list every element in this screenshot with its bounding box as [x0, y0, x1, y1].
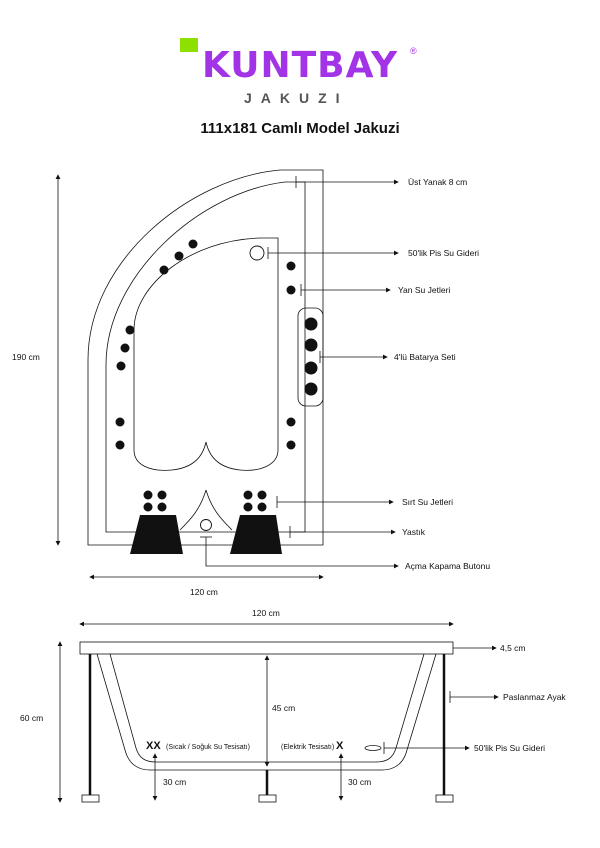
foot: [81, 794, 100, 803]
back-jet: [143, 502, 153, 512]
dim-width-top: 120 cm: [190, 587, 218, 597]
label-sirt-su: Sırt Su Jetleri: [402, 497, 454, 507]
tub-inner-rim: [105, 181, 306, 533]
dim-height-side: 60 cm: [20, 713, 44, 723]
jet: [125, 325, 135, 335]
pillow: [230, 515, 282, 554]
logo-text: KUNTBAY: [202, 45, 399, 86]
label-pis-su-top: 50'lik Pis Su Gideri: [408, 248, 480, 258]
top-rim: [79, 641, 454, 655]
battery-knob: [304, 338, 318, 352]
dim-left-offset: 30 cm: [163, 777, 187, 787]
tub-outer-outline: [87, 169, 324, 546]
seat-contour: [179, 489, 233, 531]
jet: [120, 343, 130, 353]
leader-lines-top: [55, 174, 399, 580]
jet: [115, 417, 125, 427]
foot: [258, 794, 277, 803]
top-view: [87, 169, 324, 546]
xx-mark: XX: [146, 740, 161, 752]
tub-body-outer: [96, 653, 437, 771]
drain-circle: [249, 245, 265, 261]
tub-basin: [133, 237, 279, 471]
leader-lines-side: [57, 621, 499, 803]
label-yastik: Yastık: [402, 527, 425, 537]
logo-subtitle: JAKUZI: [244, 90, 349, 106]
x-mark: X: [336, 740, 344, 752]
back-jet: [257, 490, 267, 500]
label-sicak: (Sıcak / Soğuk Su Tesisatı): [166, 744, 250, 751]
jets: [115, 239, 318, 554]
battery-knob: [304, 382, 318, 396]
label-yan-su: Yan Su Jetleri: [398, 285, 451, 295]
label-ayak: Paslanmaz Ayak: [503, 692, 566, 702]
battery-knob: [304, 361, 318, 375]
jet: [159, 265, 169, 275]
label-pis-su-side: 50'lik Pis Su Gideri: [474, 743, 546, 753]
label-edge: 4,5 cm: [500, 643, 526, 653]
battery-knob: [304, 317, 318, 331]
dim-right-offset: 30 cm: [348, 777, 372, 787]
back-jet: [157, 490, 167, 500]
pillow: [130, 515, 183, 554]
back-jet: [157, 502, 167, 512]
jet: [174, 251, 184, 261]
page-title: 111x181 Camlı Model Jakuzi: [200, 120, 400, 137]
back-jet: [257, 502, 267, 512]
back-jet: [243, 490, 253, 500]
jet: [286, 285, 296, 295]
jet: [115, 440, 125, 450]
dim-width-side: 120 cm: [252, 608, 280, 618]
back-jet: [243, 502, 253, 512]
power-button: [200, 519, 212, 531]
dim-height-top: 190 cm: [12, 352, 40, 362]
side-drain: [364, 745, 382, 751]
side-view: [79, 641, 454, 803]
jet: [188, 239, 198, 249]
logo-accent-square: [180, 38, 198, 52]
label-acma: Açma Kapama Butonu: [405, 561, 491, 571]
jet: [286, 440, 296, 450]
back-jet: [143, 490, 153, 500]
logo-registered-mark: ®: [410, 46, 417, 56]
foot: [435, 794, 454, 803]
jet: [286, 261, 296, 271]
jet: [116, 361, 126, 371]
dim-depth: 45 cm: [272, 703, 296, 713]
jet: [286, 417, 296, 427]
label-ust-yanak: Üst Yanak 8 cm: [408, 177, 468, 187]
label-batarya: 4'lü Batarya Seti: [394, 352, 456, 362]
brand-logo: KUNTBAY ® JAKUZI: [180, 38, 430, 108]
label-elektrik: (Elektrik Tesisatı): [281, 744, 335, 751]
